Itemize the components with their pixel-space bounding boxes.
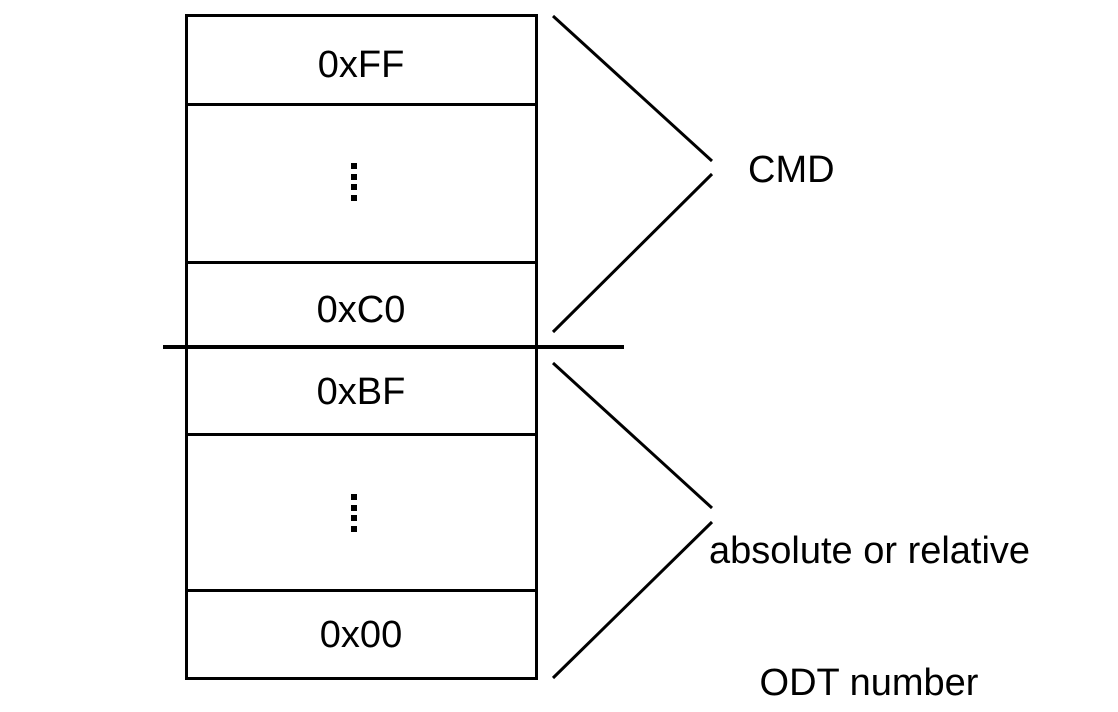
row-label-0x00: 0x00 (319, 614, 403, 656)
ellipsis-dot (350, 163, 357, 169)
ellipsis-dot (350, 494, 357, 500)
row-label-0xff: 0xFF (317, 44, 405, 86)
row-label-0xc0: 0xC0 (316, 289, 406, 331)
ellipsis-dot (350, 504, 357, 511)
ellipsis-dot (350, 525, 357, 532)
brace-cmd-lower-arm (551, 172, 714, 334)
ellipsis-lower-gap (350, 494, 357, 532)
ellipsis-upper-gap (350, 163, 357, 201)
brace-cmd-upper-arm (551, 14, 714, 163)
ellipsis-dot (350, 184, 357, 191)
brace-odt-lower-arm (551, 520, 714, 680)
row-label-0xbf: 0xBF (316, 371, 406, 413)
brace-label-odt-line-2: ODT number (759, 662, 979, 704)
brace-label-odt: absolute or relative ODT number for STIM (709, 441, 1031, 712)
brace-odt-upper-arm (551, 361, 714, 510)
brace-label-cmd: CMD (748, 149, 835, 191)
ellipsis-dot (350, 194, 357, 201)
ellipsis-dot (350, 515, 357, 522)
brace-label-odt-line-1: absolute or relative (709, 530, 1031, 572)
ellipsis-dot (350, 173, 357, 180)
